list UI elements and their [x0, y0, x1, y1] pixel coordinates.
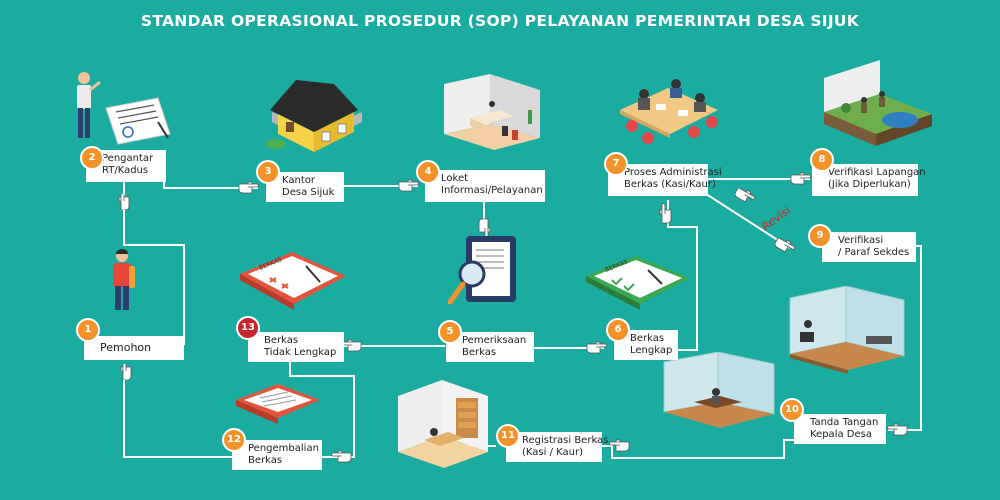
step-label-line: Pemohon [100, 341, 152, 354]
pointing-hand-icon [586, 341, 607, 354]
pointing-hand-icon [118, 194, 130, 210]
step-label-line: / Paraf Sekdes [838, 247, 910, 258]
pointing-hand-icon [331, 450, 352, 463]
pointing-hand-icon [120, 364, 132, 380]
step-number-badge: 7 [604, 152, 628, 176]
pointing-hand-icon [609, 439, 630, 452]
step-label-line: Tanda Tangan [810, 417, 879, 428]
step-label-line: Pemeriksaan [462, 335, 527, 346]
step-label-line: Lengkap [630, 345, 673, 356]
step-label-line: Verifikasi Lapangan [828, 167, 926, 178]
step-label-line: Berkas [264, 335, 299, 346]
step-label-line: Berkas [630, 333, 665, 344]
step-number-badge: 9 [808, 224, 832, 248]
clipboard-icon: BERKAS [240, 252, 346, 310]
office-room-icon [663, 352, 775, 428]
step-label-line: Pengembalian [248, 443, 319, 454]
step-number-badge: 12 [222, 428, 246, 452]
person-icon [113, 249, 135, 310]
step-label-line: Desa Sijuk [282, 187, 335, 198]
step-number-badge: 1 [76, 318, 100, 342]
connector-7-9 [702, 191, 791, 249]
connector-12-1 [123, 380, 234, 458]
pointing-hand-icon [774, 238, 796, 253]
step-number-badge: 13 [236, 316, 260, 340]
pointing-hand-icon [887, 423, 908, 436]
page-title: STANDAR OPERASIONAL PROSEDUR (SOP) PELAY… [140, 12, 860, 30]
pointing-hand-icon [659, 203, 672, 224]
step-number-badge: 4 [416, 160, 440, 184]
clipboard-icon: BERKAS [586, 256, 690, 310]
step-label-line: Pengantar [102, 153, 154, 164]
office-room-icon [789, 286, 905, 374]
step-label-line: Registrasi Berkas [522, 435, 609, 446]
step-label-line: (Kasi / Kaur) [522, 447, 583, 458]
pointing-hand-icon [734, 188, 756, 203]
step-box-1: Pemohon [84, 336, 184, 360]
connector-10-11 [600, 439, 796, 459]
step-box-9: Verifikasi/ Paraf Sekdes [822, 232, 916, 262]
pointing-hand-icon [398, 179, 419, 192]
step-label-line: Berkas (Kasi/Kaur) [624, 179, 716, 190]
step-number-badge: 6 [606, 318, 630, 342]
step-number-badge: 2 [80, 146, 104, 170]
pointing-hand-icon [790, 172, 811, 185]
step-number-badge: 10 [780, 398, 804, 422]
house-icon [266, 80, 362, 152]
connector-1-2 [123, 175, 185, 345]
step-label-line: Kantor [282, 175, 315, 186]
step-label-line: Informasi/Pelayanan [441, 185, 543, 196]
step-label-line: RT/Kadus [102, 165, 149, 176]
person-with-document-icon [77, 72, 171, 145]
red-folder-icon [236, 384, 320, 424]
step-label-line: (Jika Diperlukan) [828, 179, 911, 190]
step-label-line: Verifikasi [838, 235, 884, 246]
step-label-line: Berkas [248, 455, 283, 466]
step-label-line: Tidak Lengkap [264, 347, 337, 358]
field-inspection-icon [824, 60, 932, 146]
step-number-badge: 8 [810, 148, 834, 172]
magnifier-document-icon [447, 236, 516, 305]
step-number-badge: 3 [256, 160, 280, 184]
office-room-icon [398, 380, 488, 468]
step-box-11: Registrasi Berkas(Kasi / Kaur) [506, 432, 609, 462]
service-counter-icon [444, 74, 540, 150]
meeting-room-icon [620, 79, 718, 144]
step-box-8: Verifikasi Lapangan(Jika Diperlukan) [812, 164, 926, 196]
pointing-hand-icon [238, 181, 259, 194]
step-number-badge: 5 [438, 320, 462, 344]
step-label-line: Berkas [462, 347, 497, 358]
step-label-line: Loket [441, 173, 469, 184]
step-label-line: Kepala Desa [810, 429, 872, 440]
step-number-badge: 11 [496, 424, 520, 448]
step-label-line: Proses Administrasi [624, 167, 722, 178]
